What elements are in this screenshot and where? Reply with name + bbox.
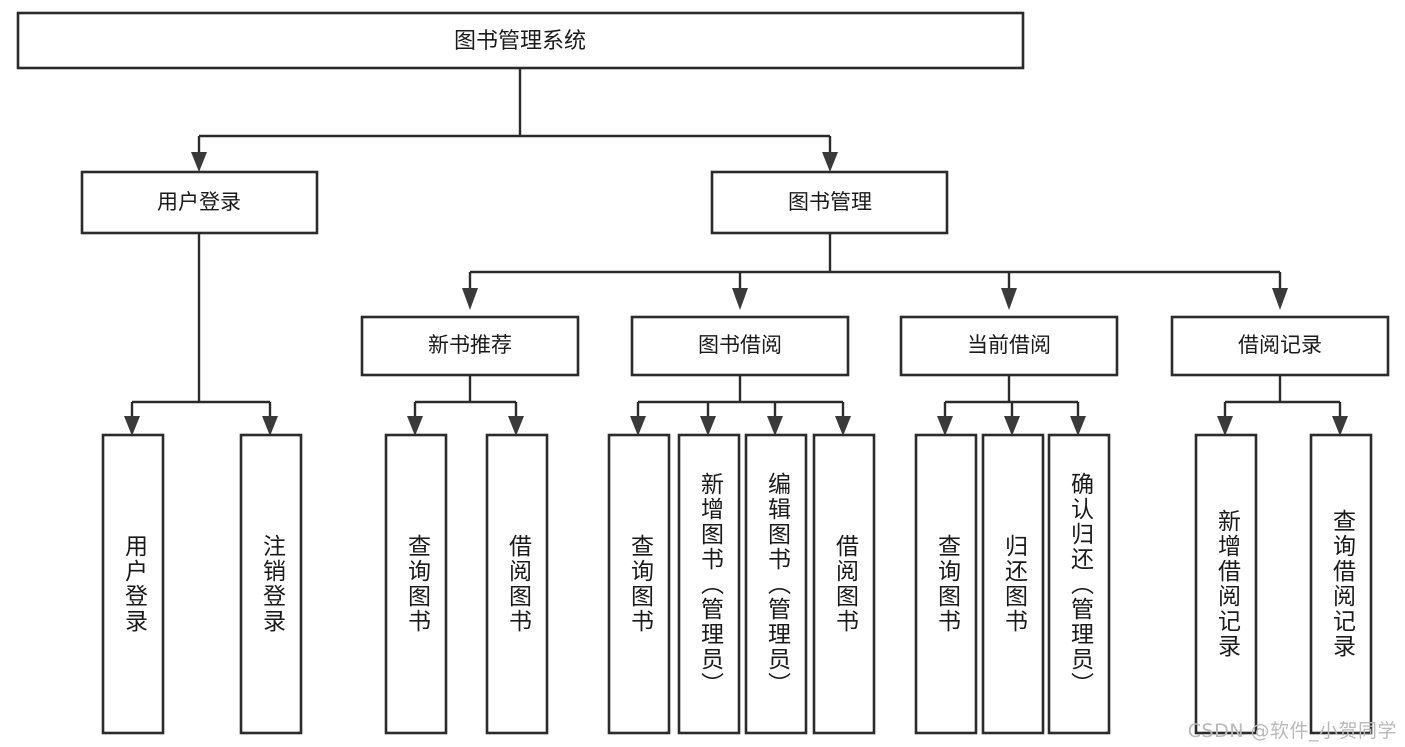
leaf-logout-login-box[interactable] [239, 433, 303, 735]
node-root-box[interactable] [16, 11, 1025, 70]
node-book-manage[interactable]: 图书管理 [710, 170, 949, 235]
node-book-borrow-label: 图书借阅 [698, 333, 782, 357]
node-borrow-record-label: 借阅记录 [1238, 333, 1322, 357]
leaf-user-login-box[interactable] [101, 433, 165, 735]
leaf-edit-book-box[interactable] [744, 433, 808, 735]
arrow-bookmanage-to-book-borrow [732, 288, 748, 310]
node-current-borrow-label: 当前借阅 [967, 333, 1051, 357]
arrow-root-to-book-manage [822, 152, 838, 172]
node-current-borrow[interactable]: 当前借阅 [899, 315, 1119, 377]
node-book-manage-label: 图书管理 [788, 190, 872, 214]
arrow-currentborrow-leaf-2 [1004, 416, 1020, 436]
node-borrow-record-box[interactable] [1170, 315, 1390, 377]
arrow-bookborrow-leaf-1 [630, 416, 646, 436]
arrow-bookborrow-leaf-4 [835, 416, 851, 436]
arrow-bookmanage-to-current-borrow [1001, 288, 1017, 310]
arrow-newbook-leaf-1 [407, 416, 423, 436]
arrow-borrowrecord-leaf-1 [1217, 416, 1233, 436]
node-book-borrow-box[interactable] [630, 315, 850, 377]
arrow-bookborrow-leaf-2 [700, 416, 716, 436]
node-user-login-box[interactable] [80, 170, 319, 235]
arrow-newbook-leaf-2 [508, 416, 524, 436]
arrow-userlogin-leaf-1 [124, 416, 140, 436]
node-new-book-recommend-label: 新书推荐 [428, 333, 512, 357]
leaf-confirm-return-box[interactable] [1047, 433, 1111, 735]
node-book-manage-box[interactable] [710, 170, 949, 235]
leaf-borrow-book-2-box[interactable] [812, 433, 876, 735]
node-new-book-recommend[interactable]: 新书推荐 [360, 315, 580, 377]
leaf-add-record-box[interactable] [1194, 433, 1258, 735]
leaf-borrow-book-1-box[interactable] [485, 433, 549, 735]
node-root[interactable]: 图书管理系统 [16, 11, 1025, 70]
leaf-boxes-layer [101, 433, 1373, 735]
leaf-query-book-1-box[interactable] [384, 433, 448, 735]
arrow-root-to-user-login [191, 152, 207, 172]
node-borrow-record[interactable]: 借阅记录 [1170, 315, 1390, 377]
leaf-query-book-3-box[interactable] [914, 433, 978, 735]
arrow-bookmanage-to-new-book [462, 288, 478, 310]
leaf-query-record-box[interactable] [1309, 433, 1373, 735]
arrow-currentborrow-leaf-3 [1070, 416, 1086, 436]
arrow-borrowrecord-leaf-2 [1332, 416, 1348, 436]
node-new-book-recommend-box[interactable] [360, 315, 580, 377]
arrow-bookmanage-to-borrow-record [1272, 288, 1288, 310]
csdn-watermark: CSDN @软件_小贺同学 [1187, 720, 1397, 742]
arrow-bookborrow-leaf-3 [767, 416, 783, 436]
arrow-userlogin-leaf-2 [262, 416, 278, 436]
node-current-borrow-box[interactable] [899, 315, 1119, 377]
edges-layer [124, 68, 1348, 436]
leaf-add-book-box[interactable] [677, 433, 741, 735]
node-book-borrow[interactable]: 图书借阅 [630, 315, 850, 377]
arrow-currentborrow-leaf-1 [937, 416, 953, 436]
leaf-query-book-2-box[interactable] [607, 433, 671, 735]
leaf-return-book-box[interactable] [981, 433, 1045, 735]
node-user-login-label: 用户登录 [157, 190, 241, 214]
node-user-login[interactable]: 用户登录 [80, 170, 319, 235]
node-root-label: 图书管理系统 [454, 29, 586, 54]
